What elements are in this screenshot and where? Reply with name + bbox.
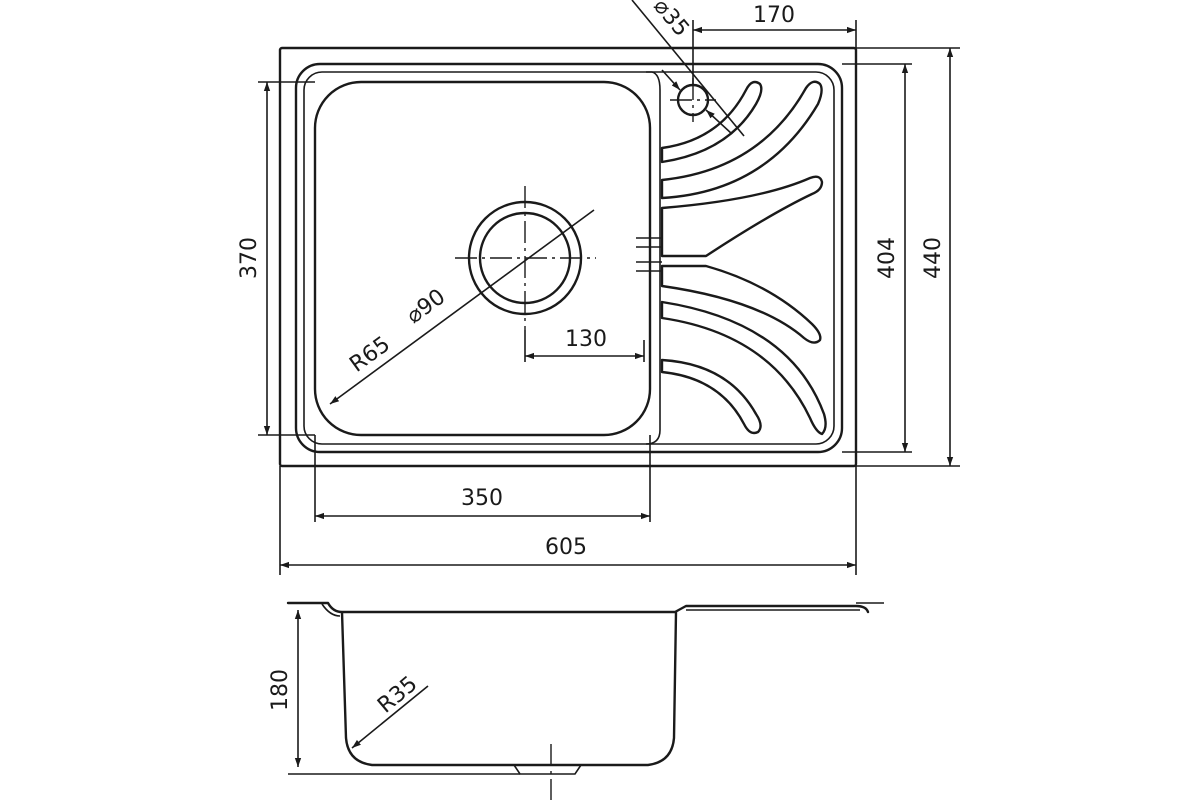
sink-rim-inner [303, 71, 835, 445]
dim-180-label: 180 [268, 669, 293, 711]
dim-170-label: 170 [753, 3, 795, 28]
dim-r65-label: R65 [345, 332, 395, 378]
section-view: 180 R35 [268, 601, 884, 800]
dim-35-label: ⌀35 [648, 0, 694, 42]
top-view: 370 404 440 170 ⌀35 ⌀90 R65 130 350 605 [237, 0, 960, 575]
sink-rim [294, 62, 844, 454]
dimension-lines [263, 0, 954, 569]
sink-outer-outline [278, 46, 858, 468]
dim-90-label: ⌀90 [402, 285, 450, 329]
dim-350-label: 350 [461, 486, 503, 511]
bowl-outline [313, 80, 652, 437]
dim-605-label: 605 [545, 535, 587, 560]
bowl-inner-lip [645, 71, 661, 445]
sink-section-profile [286, 601, 870, 767]
drain-outlet [513, 764, 582, 775]
dim-370-label: 370 [237, 237, 262, 279]
sink-section-inner [321, 603, 860, 617]
drain-hole [455, 186, 596, 330]
dim-404-label: 404 [875, 237, 900, 279]
extension-lines [258, 20, 960, 575]
dim-130-label: 130 [565, 327, 607, 352]
drainboard-grooves [636, 80, 827, 436]
dim-440-label: 440 [921, 237, 946, 279]
